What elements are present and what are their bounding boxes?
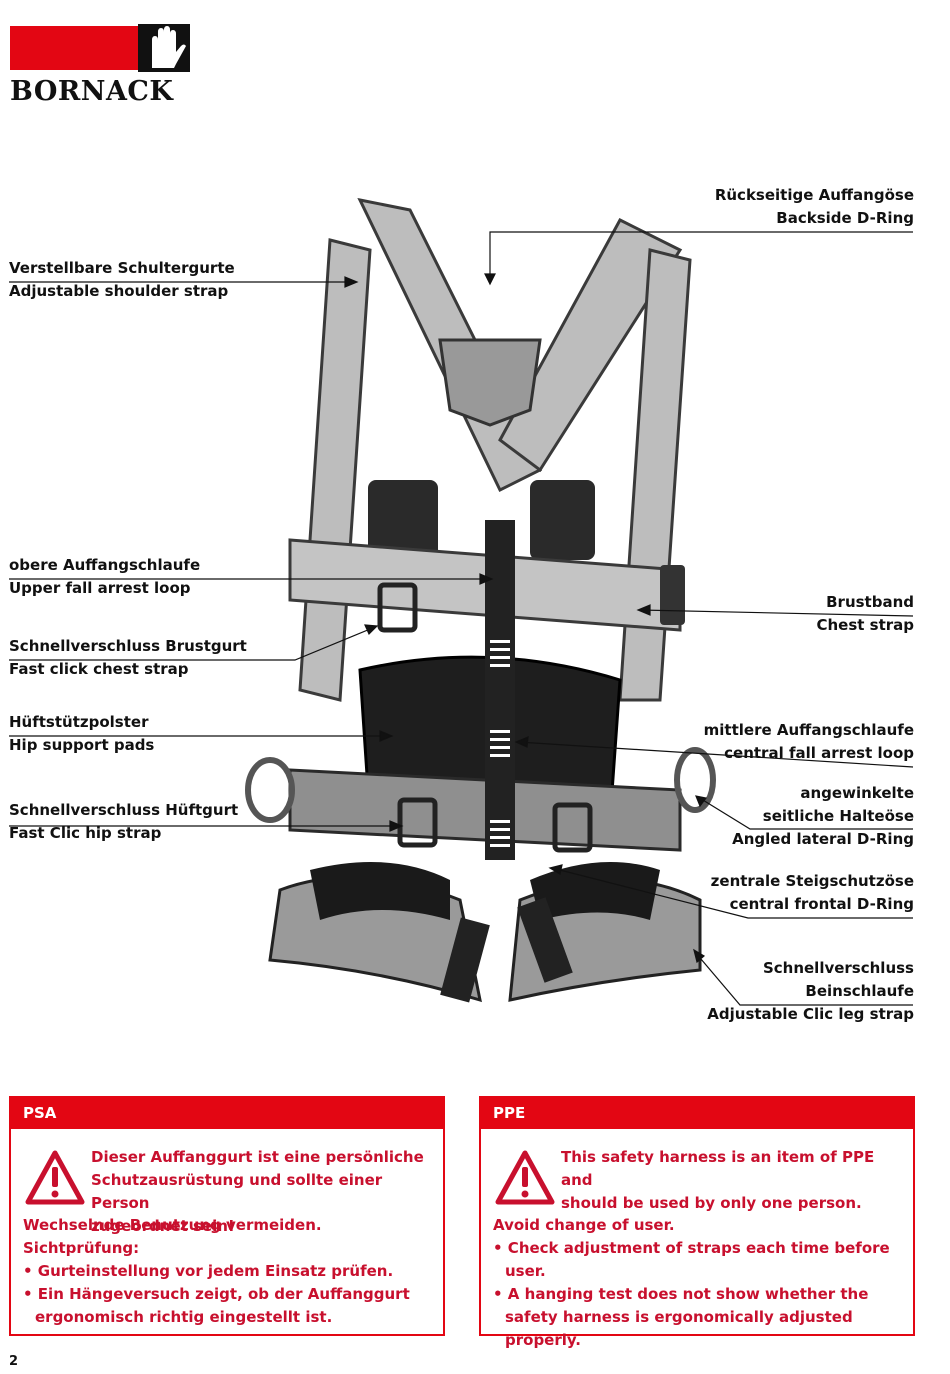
label-frontal-d-ring: zentrale Steigschutzöse central frontal … (711, 870, 914, 916)
label-hip-pads: Hüftstützpolster Hip support pads (9, 711, 154, 757)
label-line: Fast click chest strap (9, 660, 189, 678)
label-line: Verstellbare Schultergurte (9, 259, 235, 277)
label-line: Schnellverschluss Hüftgurt (9, 801, 239, 819)
label-central-loop: mittlere Auffangschlaufe central fall ar… (704, 719, 914, 765)
label-lateral-d-ring: angewinkelte seitliche Halteöse Angled l… (732, 782, 914, 851)
label-fast-click-chest: Schnellverschluss Brustgurt Fast click c… (9, 635, 247, 681)
warning-triangle-icon (495, 1150, 555, 1205)
logo-wordmark: BORNACK (10, 76, 174, 107)
page-number: 2 (9, 1354, 19, 1369)
label-shoulder-strap: Verstellbare Schultergurte Adjustable sh… (9, 257, 235, 303)
logo-red-bar (10, 26, 138, 70)
label-line: Brustband (826, 593, 914, 611)
label-line: Rückseitige Auffangöse (714, 186, 914, 204)
label-line: central frontal D-Ring (729, 895, 914, 913)
psa-intro: Dieser Auffanggurt ist eine persönliche … (91, 1146, 433, 1238)
label-upper-loop: obere Auffangschlaufe Upper fall arrest … (9, 554, 200, 600)
psa-bullet: • Gurteinstellung vor jedem Einsatz prüf… (23, 1262, 394, 1280)
label-line: central fall arrest loop (724, 744, 914, 762)
psa-instructions: Wechselnde Benutzung vermeiden. Sichtprü… (23, 1214, 433, 1329)
psa-line: Sichtprüfung: (23, 1239, 140, 1257)
label-line: angewinkelte (800, 784, 914, 802)
psa-title: PSA (11, 1098, 443, 1129)
intro-line: Dieser Auffanggurt ist eine persönliche (91, 1148, 424, 1166)
label-line: Hüftstützpolster (9, 713, 149, 731)
ppe-bullet: • A hanging test does not show whether t… (493, 1285, 869, 1349)
label-line: Backside D-Ring (776, 209, 914, 227)
label-line: Adjustable Clic leg strap (707, 1005, 914, 1023)
ppe-bullet: • Check adjustment of straps each time b… (493, 1239, 890, 1280)
harness-illustration (245, 197, 716, 1003)
psa-warning-box: PSA Dieser Auffanggurt ist eine persönli… (9, 1096, 445, 1336)
psa-line: Wechselnde Benutzung vermeiden. (23, 1216, 322, 1234)
label-line: Hip support pads (9, 736, 155, 754)
ppe-title: PPE (481, 1098, 913, 1129)
label-backside-d-ring: Rückseitige Auffangöse Backside D-Ring (715, 184, 914, 230)
ppe-line: Avoid change of user. (493, 1216, 675, 1234)
label-line: Schnellverschluss Brustgurt (9, 637, 247, 655)
hand-icon (138, 24, 190, 72)
bornack-logo: BORNACK (10, 24, 190, 107)
label-fast-clic-hip: Schnellverschluss Hüftgurt Fast Clic hip… (9, 799, 238, 845)
psa-bullet: • Ein Hängeversuch zeigt, ob der Auffang… (23, 1285, 410, 1326)
label-line: Beinschlaufe (805, 982, 914, 1000)
label-chest-strap: Brustband Chest strap (816, 591, 914, 637)
label-line: Upper fall arrest loop (9, 579, 191, 597)
intro-line: Schutzausrüstung und sollte einer Person (91, 1171, 383, 1212)
intro-line: This safety harness is an item of PPE an… (561, 1148, 875, 1189)
label-line: Adjustable shoulder strap (9, 282, 229, 300)
label-line: Angled lateral D-Ring (732, 830, 914, 848)
intro-line: zugeordnet sein! (91, 1217, 235, 1235)
label-leg-strap: Schnellverschluss Beinschlaufe Adjustabl… (707, 957, 914, 1026)
ppe-intro: This safety harness is an item of PPE an… (561, 1146, 903, 1215)
label-line: obere Auffangschlaufe (9, 556, 201, 574)
label-line: seitliche Halteöse (762, 807, 914, 825)
label-line: zentrale Steigschutzöse (710, 872, 914, 890)
label-line: Schnellverschluss (762, 959, 914, 977)
label-line: Chest strap (816, 616, 914, 634)
ppe-warning-box: PPE This safety harness is an item of PP… (479, 1096, 915, 1349)
warning-triangle-icon (25, 1150, 85, 1205)
ppe-instructions: Avoid change of user. • Check adjustment… (493, 1214, 903, 1352)
label-line: mittlere Auffangschlaufe (703, 721, 914, 739)
label-line: Fast Clic hip strap (9, 824, 162, 842)
intro-line: should be used by only one person. (561, 1194, 862, 1212)
